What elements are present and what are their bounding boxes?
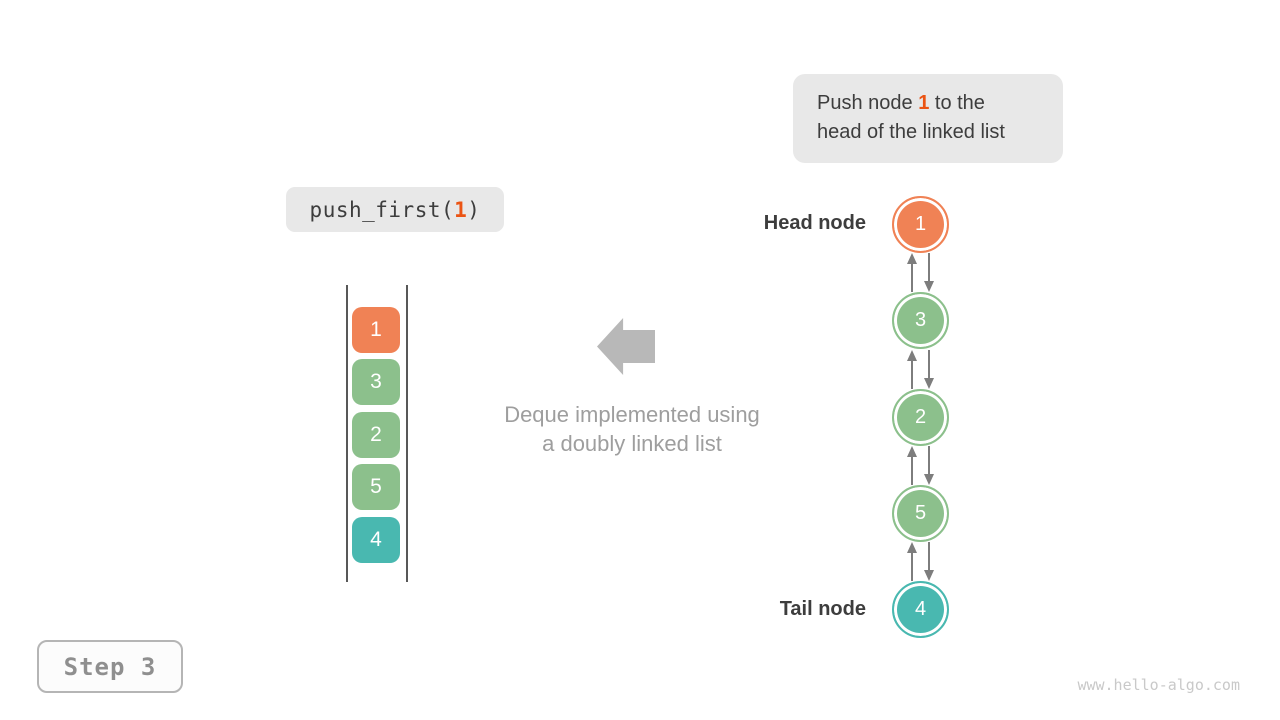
tail-node-label: Tail node (779, 598, 866, 620)
callout-box: Push node 1 to the head of the linked li… (793, 74, 1063, 163)
deque-item-value: 1 (370, 318, 382, 341)
node-value: 5 (914, 502, 927, 524)
step-label: Step 3 (63, 652, 157, 681)
deque-item-value: 3 (370, 370, 382, 393)
node-value: 2 (914, 406, 927, 428)
callout-text-line2: head of the linked list (817, 121, 1005, 143)
linked-list-node: 4 (892, 581, 949, 638)
deque-rail-left (346, 285, 348, 582)
head-node-label: Head node (763, 212, 866, 234)
deque-item: 3 (352, 359, 400, 405)
code-prefix: push_first( (309, 197, 455, 222)
next-pointer-arrow-icon (923, 542, 935, 581)
node-value: 3 (914, 309, 927, 331)
next-pointer-arrow-icon (923, 253, 935, 292)
code-box: push_first(1) (286, 187, 504, 232)
deque-item: 2 (352, 412, 400, 458)
deque-item-value: 4 (370, 528, 382, 551)
callout-text-line1-suffix: to the (929, 92, 985, 114)
caption-line1: Deque implemented using (504, 402, 760, 427)
prev-pointer-arrow-icon (906, 542, 918, 581)
watermark: www.hello-algo.com (1077, 676, 1240, 694)
deque-item: 1 (352, 307, 400, 353)
deque-item: 4 (352, 517, 400, 563)
callout-text-line1: Push node (817, 92, 919, 114)
linked-list-node: 3 (892, 292, 949, 349)
node-value: 1 (914, 213, 927, 235)
prev-pointer-arrow-icon (906, 253, 918, 292)
code-suffix: ) (467, 197, 481, 222)
next-pointer-arrow-icon (923, 446, 935, 485)
step-badge: Step 3 (37, 640, 183, 693)
prev-pointer-arrow-icon (906, 350, 918, 389)
deque-item-value: 2 (370, 423, 382, 446)
linked-list-node: 2 (892, 389, 949, 446)
callout-highlight-value: 1 (918, 92, 930, 114)
linked-list-node: 5 (892, 485, 949, 542)
linked-list-node: 1 (892, 196, 949, 253)
deque-item: 5 (352, 464, 400, 510)
figure-caption: Deque implemented using a doubly linked … (452, 400, 812, 458)
prev-pointer-arrow-icon (906, 446, 918, 485)
deque-item-value: 5 (370, 475, 382, 498)
code-arg: 1 (454, 197, 468, 222)
left-arrow-icon (597, 318, 655, 375)
caption-line2: a doubly linked list (542, 431, 722, 456)
deque-rail-right (406, 285, 408, 582)
node-value: 4 (914, 598, 927, 620)
next-pointer-arrow-icon (923, 350, 935, 389)
